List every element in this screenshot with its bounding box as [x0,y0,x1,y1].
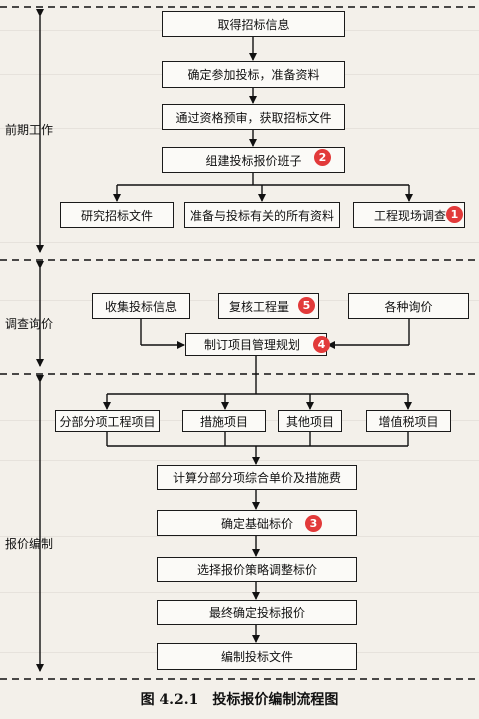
phase-label-compilation: 报价编制 [5,537,54,551]
node-measure-items: 措施项目 [182,410,266,432]
node-final-bid-price: 最终确定投标报价 [157,600,357,625]
badge-2: 2 [314,149,331,166]
node-vat-items: 增值税项目 [366,410,451,432]
page-texture [0,460,479,461]
page-texture [0,536,479,537]
badge-5: 5 [298,297,315,314]
figure-caption: 图 4.2.1 投标报价编制流程图 [140,692,339,708]
node-compile-bid-docs: 编制投标文件 [157,643,357,670]
node-base-bid-price: 确定基础标价 [157,510,357,536]
badge-4: 4 [313,336,330,353]
node-site-survey: 工程现场调查 [353,202,465,228]
node-study-tender-docs: 研究招标文件 [60,202,174,228]
node-project-management-plan: 制订项目管理规划 [185,333,327,356]
page-texture [0,242,479,243]
node-price-inquiries: 各种询价 [348,293,469,319]
node-sub-item-works: 分部分项工程项目 [55,410,160,432]
node-other-items: 其他项目 [278,410,342,432]
node-collect-bid-info: 收集投标信息 [92,293,190,319]
node-calc-unit-prices: 计算分部分项综合单价及措施费 [157,465,357,490]
phase-label-inquiry: 调查询价 [5,317,54,331]
node-prepare-materials: 准备与投标有关的所有资料 [184,202,340,228]
badge-1: 1 [446,206,463,223]
badge-3: 3 [305,515,322,532]
node-adjust-strategy: 选择报价策略调整标价 [157,557,357,582]
node-verify-quantities: 复核工程量 [218,293,319,319]
page-texture [0,592,479,593]
node-decide-to-bid: 确定参加投标，准备资料 [162,61,345,88]
node-prequalification: 通过资格预审，获取招标文件 [162,104,345,130]
node-obtain-tender-info: 取得招标信息 [162,11,345,37]
phase-label-pre-work: 前期工作 [5,123,54,137]
